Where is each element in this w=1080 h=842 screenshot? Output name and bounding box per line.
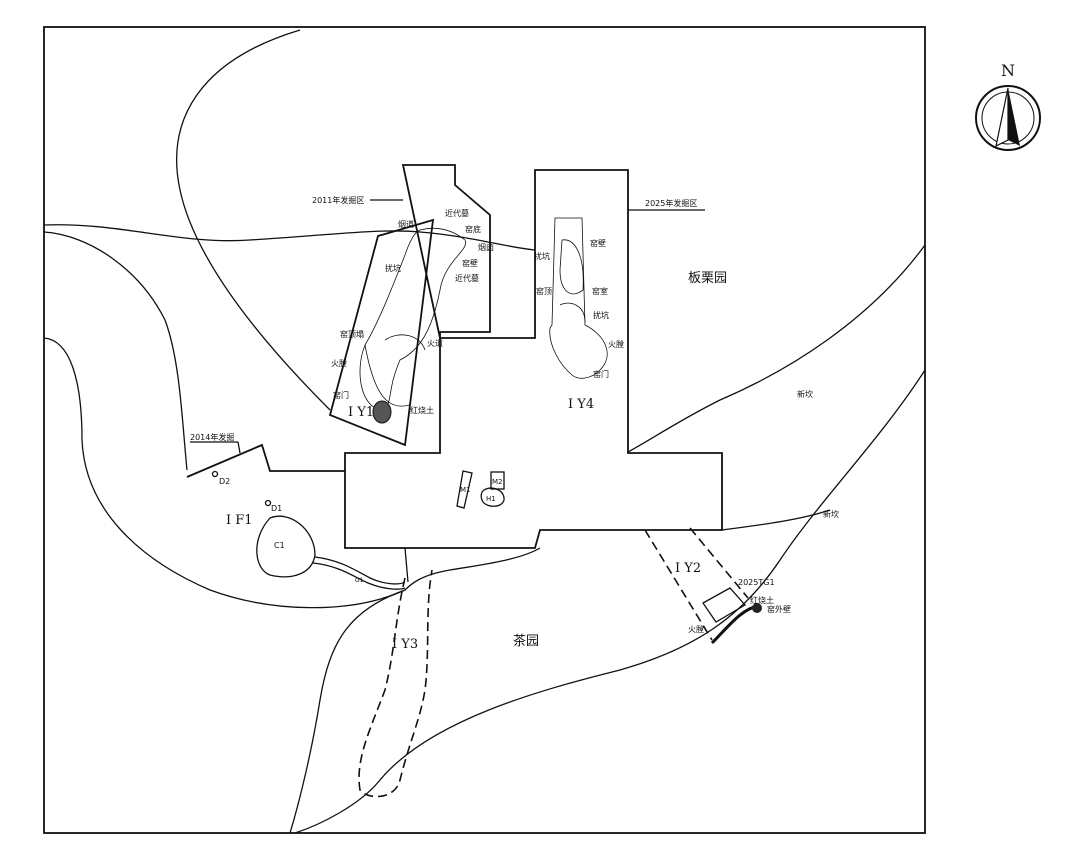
zone-2025-label: 2025年发掘区 — [645, 198, 697, 208]
feature-g1-label: G1 — [355, 577, 364, 584]
kiln-y2-edge-left — [644, 529, 713, 641]
feature-iy2-label: I Y2 — [675, 561, 701, 576]
svg-text:窑外壁: 窑外壁 — [767, 604, 791, 614]
feature-iy1-label: I Y1 — [348, 405, 374, 420]
area-chestnut-garden: 板栗园 — [688, 271, 727, 286]
svg-text:扰坑: 扰坑 — [534, 251, 550, 261]
svg-text:扰坑: 扰坑 — [593, 310, 609, 320]
terrain-line-band-upper — [43, 224, 536, 251]
feature-m2-label: M2 — [492, 478, 503, 486]
svg-text:窑壁: 窑壁 — [590, 238, 606, 248]
area-slope-2: 新坎 — [823, 509, 839, 519]
svg-text:红烧土: 红烧土 — [750, 595, 774, 605]
svg-text:红烧土: 红烧土 — [410, 405, 434, 415]
feature-c1-label: C1 — [274, 541, 285, 550]
compass-north-label: N — [1001, 61, 1015, 80]
terrain-line-middle — [289, 547, 541, 834]
svg-text:窑顶: 窑顶 — [536, 286, 552, 296]
svg-text:窑底: 窑底 — [465, 224, 481, 234]
terrain-line-top — [176, 29, 331, 411]
feature-g1-ditch — [312, 556, 406, 590]
feature-d1-label: D1 — [271, 504, 282, 513]
feature-d2-mark — [211, 470, 219, 478]
svg-text:火道: 火道 — [427, 338, 443, 348]
terrain-line-tea — [721, 509, 831, 531]
trench-tg1-label: 2025TG1 — [738, 578, 775, 587]
kiln-y3-outline — [358, 569, 433, 798]
svg-text:窑室: 窑室 — [592, 286, 608, 296]
svg-text:火膛: 火膛 — [608, 339, 624, 349]
terrain-line-left — [43, 337, 406, 609]
feature-if1-label: I F1 — [226, 513, 253, 528]
area-tea-garden: 茶园 — [513, 633, 539, 649]
area-slope-1: 新坎 — [797, 389, 813, 399]
feature-h1 — [480, 487, 505, 507]
kiln-y2-annotations: 红烧土 窑外壁 火膛 — [688, 595, 791, 634]
svg-text:窑顶塌: 窑顶塌 — [340, 329, 364, 339]
feature-m1 — [456, 470, 473, 509]
feature-d2-label: D2 — [219, 477, 230, 486]
svg-text:火膛: 火膛 — [331, 358, 347, 368]
feature-d1-mark — [264, 499, 272, 507]
zone-2025-boundary — [344, 169, 723, 549]
kiln-y1-outline — [359, 227, 467, 411]
svg-text:窑壁: 窑壁 — [462, 258, 478, 268]
terrain-line-band-lower — [43, 231, 188, 471]
svg-text:火膛: 火膛 — [688, 624, 704, 634]
trench-tg1 — [702, 587, 747, 623]
svg-text:近代墓: 近代墓 — [455, 273, 479, 283]
kiln-y2-edge-right — [689, 527, 749, 599]
terrain-line-right-upper — [627, 244, 926, 453]
kiln-y4-annotations: 窑壁 扰坑 窑顶 窑室 扰坑 火膛 窑门 — [534, 238, 624, 379]
svg-text:烟道: 烟道 — [398, 219, 414, 229]
zone-2014-boundary — [186, 443, 345, 478]
kiln-y1-trench — [328, 218, 435, 447]
svg-text:烟囱: 烟囱 — [478, 242, 494, 252]
feature-h1-label: H1 — [486, 495, 496, 503]
feature-m1-label: M1 — [460, 486, 471, 494]
feature-iy3-label: I Y3 — [392, 637, 418, 652]
svg-text:窑门: 窑门 — [593, 369, 609, 379]
svg-text:扰坑: 扰坑 — [385, 263, 401, 273]
zone-2011-label: 2011年发掘区 — [312, 195, 364, 205]
kiln-y4-outline — [549, 217, 608, 379]
svg-text:窑门: 窑门 — [333, 390, 349, 400]
north-compass — [975, 85, 1041, 151]
svg-text:近代墓: 近代墓 — [445, 208, 469, 218]
zone-2014-label: 2014年发掘 — [190, 432, 234, 442]
zone-2011-boundary — [401, 164, 491, 339]
kiln-y1-annotations: 近代墓 烟道 窑底 烟囱 窑壁 扰坑 近代墓 窑顶塌 火道 火膛 窑门 红烧土 — [331, 208, 494, 415]
feature-iy4-label: I Y4 — [568, 397, 594, 412]
terrain-line-right-lower — [294, 369, 926, 834]
map-frame — [43, 26, 926, 834]
feature-c1-pit — [256, 515, 316, 578]
